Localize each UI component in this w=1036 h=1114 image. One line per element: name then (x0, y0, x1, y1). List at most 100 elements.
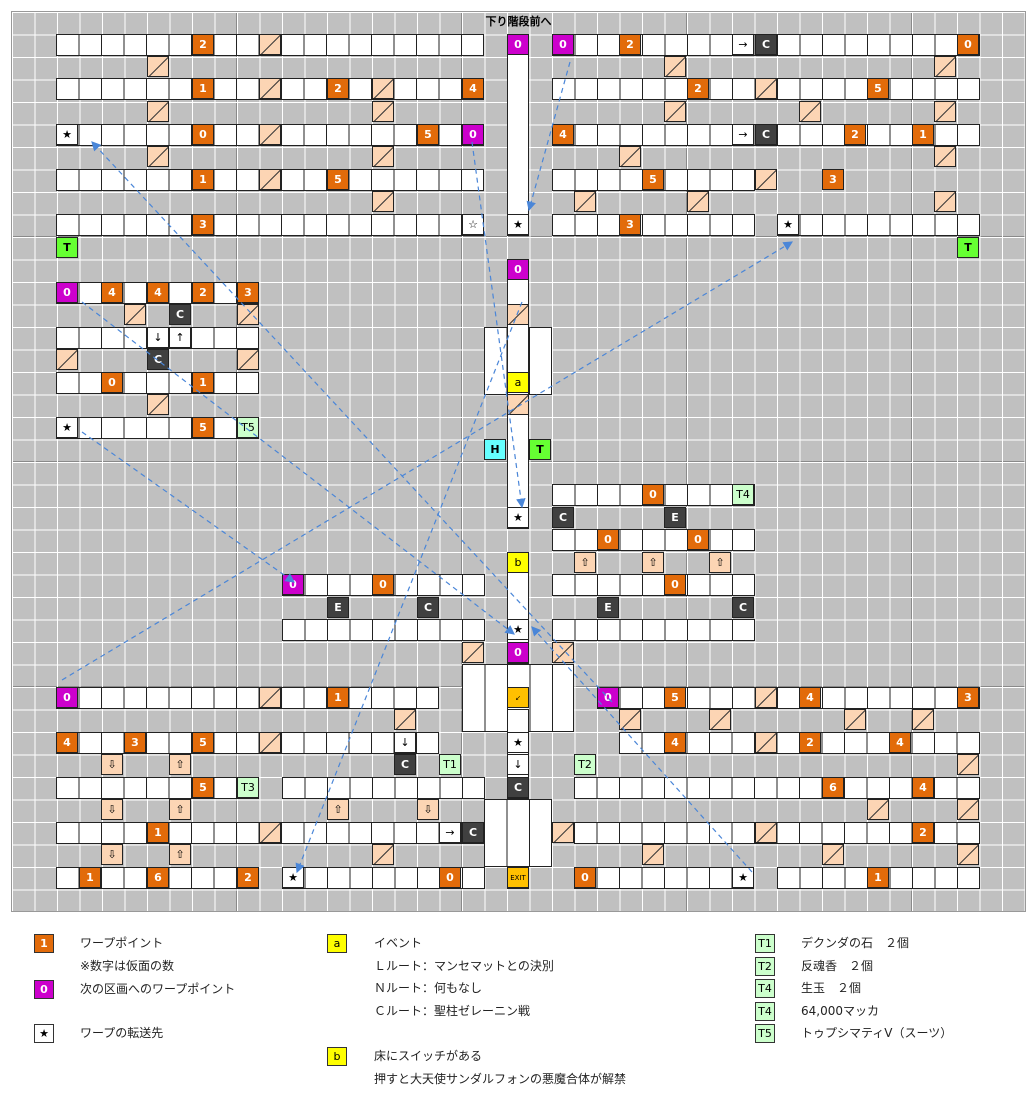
stair-tile (372, 78, 394, 99)
next-area-warp: 0 (56, 282, 78, 303)
heal-tile: H (484, 439, 506, 460)
stair-tile (574, 191, 596, 212)
stair-tile (664, 56, 686, 77)
warp-link (81, 431, 295, 583)
warp-point: 4 (56, 732, 78, 753)
warp-point: 2 (327, 78, 349, 99)
warp-destination: ★ (507, 214, 529, 235)
treasure-tile: T2 (574, 754, 596, 775)
stair-tile (259, 822, 281, 843)
stair-tile (507, 304, 529, 325)
next-area-warp: 0 (552, 34, 574, 55)
oneway-arrow: ⇩ (417, 799, 439, 820)
legend-event-b-note: 押すと大天使サンダルフォンの悪魔合体が解禁 (374, 1072, 627, 1086)
oneway-arrow: ⇧ (169, 799, 191, 820)
stair-tile (147, 101, 169, 122)
stair-tile (237, 349, 259, 370)
stair-tile (372, 844, 394, 865)
closed-door: C (732, 597, 754, 618)
legend-dest-label: ワープの転送先 (80, 1026, 164, 1040)
teleport-tile: T (957, 237, 979, 258)
corridor (484, 799, 552, 867)
warp-point: 1 (79, 867, 101, 888)
corridor (597, 687, 980, 709)
stair-tile (259, 732, 281, 753)
warp-point: 4 (799, 687, 821, 708)
legend-treasure-label: 生玉 ２個 (801, 981, 862, 995)
teleport-tile: T (56, 237, 78, 258)
stair-tile (934, 101, 956, 122)
treasure-tile: T5 (237, 417, 259, 438)
warp-point: 4 (147, 282, 169, 303)
corridor (552, 214, 755, 236)
warp-point: 4 (552, 124, 574, 145)
next-area-warp: 0 (507, 34, 529, 55)
direction-arrow: → (732, 34, 754, 55)
legend-event-a-line-l: Ｌルート：マンセマットとの決別 (374, 959, 554, 973)
legend-event-a-swatch: a (327, 934, 347, 953)
warp-point: 3 (237, 282, 259, 303)
stair-tile (462, 642, 484, 663)
legend-treasure-swatch: T5 (755, 1024, 775, 1043)
stair-tile (372, 146, 394, 167)
warp-point: 1 (912, 124, 934, 145)
warp-point: 1 (327, 687, 349, 708)
warp-point: 1 (147, 822, 169, 843)
stair-tile (372, 191, 394, 212)
warp-link (471, 141, 526, 509)
corridor (552, 619, 755, 641)
warp-point: 3 (619, 214, 641, 235)
warp-point: 2 (687, 78, 709, 99)
warp-point: 4 (912, 777, 934, 798)
stair-tile (822, 844, 844, 865)
oneway-arrow: ⇧ (169, 844, 191, 865)
warp-point: 0 (372, 574, 394, 595)
stair-tile (642, 844, 664, 865)
warp-destination: ★ (777, 214, 799, 235)
stair-tile (934, 146, 956, 167)
stair-tile (709, 709, 731, 730)
warp-point: 1 (192, 372, 214, 393)
warp-point: 2 (192, 282, 214, 303)
warp-destination: ★ (732, 867, 754, 888)
legend-treasure-label: トゥプシマティV（スーツ） (801, 1026, 953, 1040)
oneway-arrow: ⇧ (574, 552, 596, 573)
corridor (56, 732, 439, 754)
direction-arrow: ↑ (169, 327, 191, 348)
warp-point: 5 (417, 124, 439, 145)
warp-point: 1 (867, 867, 889, 888)
oneway-arrow: ⇧ (709, 552, 731, 573)
stair-tile (755, 822, 777, 843)
corridor (574, 777, 980, 799)
warp-point: 4 (462, 78, 484, 99)
corridor (282, 867, 485, 889)
warp-point: 3 (957, 687, 979, 708)
stair-tile (372, 101, 394, 122)
corridor (552, 574, 755, 596)
direction-arrow: ↓ (394, 732, 416, 753)
legend-next-swatch: 0 (34, 980, 54, 999)
warp-point: 1 (192, 169, 214, 190)
closed-door: C (462, 822, 484, 843)
oneway-arrow: ⇧ (642, 552, 664, 573)
stair-tile (552, 642, 574, 663)
legend-warp-label: ワープポイント (80, 936, 164, 950)
legend-treasure-swatch: T2 (755, 957, 775, 976)
stair-tile (259, 34, 281, 55)
next-area-warp: 0 (507, 259, 529, 280)
warp-destination: ★ (507, 732, 529, 753)
stair-tile (259, 687, 281, 708)
stair-tile (844, 709, 866, 730)
warp-point: 0 (642, 484, 664, 505)
stair-tile (552, 822, 574, 843)
legend-treasure-swatch: T1 (755, 934, 775, 953)
closed-door: C (507, 777, 529, 798)
warp-point: 2 (192, 34, 214, 55)
direction-arrow: → (439, 822, 461, 843)
stair-tile (124, 304, 146, 325)
stair-tile (259, 78, 281, 99)
stair-tile (619, 709, 641, 730)
stair-tile (957, 754, 979, 775)
warp-point: 2 (799, 732, 821, 753)
treasure-tile: T3 (237, 777, 259, 798)
